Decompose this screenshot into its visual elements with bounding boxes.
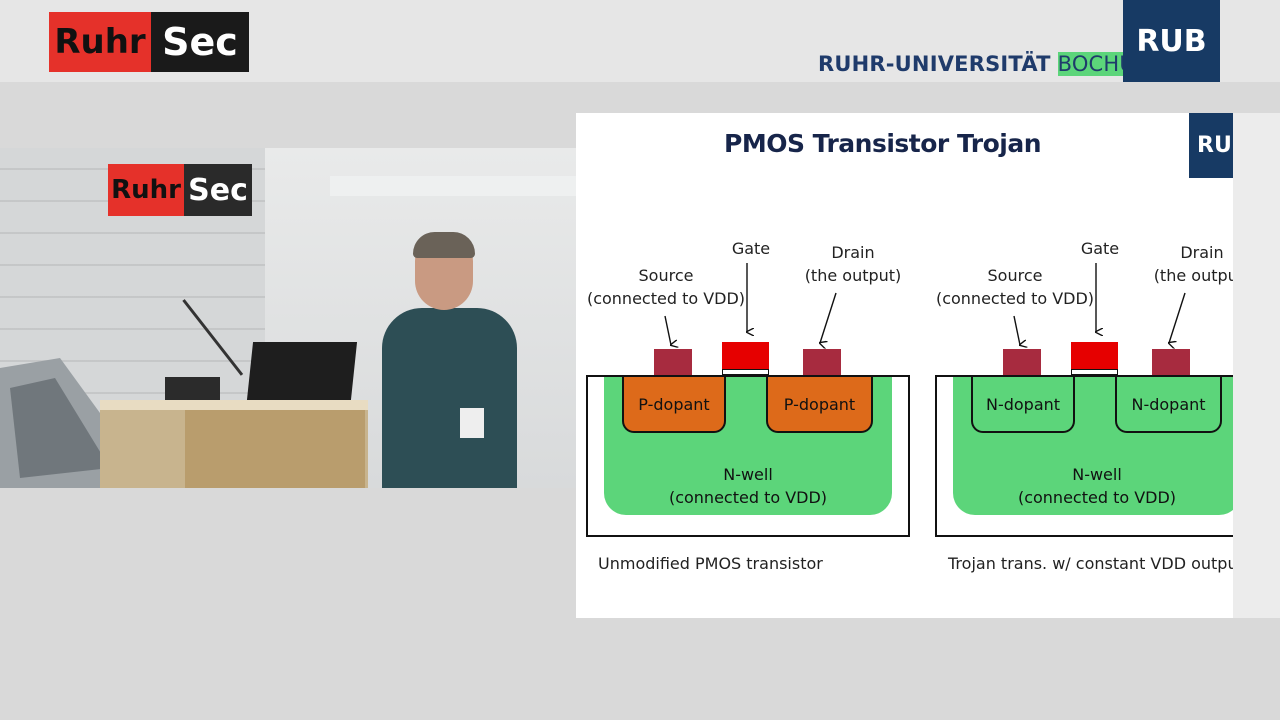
right-gate-label: Gate bbox=[1080, 239, 1120, 258]
laptop bbox=[246, 342, 358, 400]
video-logo-left-text: Ruhr bbox=[108, 164, 184, 216]
slide-side-strip bbox=[1233, 113, 1280, 618]
video-logo-right-text: Sec bbox=[184, 164, 252, 216]
badge-card bbox=[460, 408, 484, 438]
left-source-title: Source bbox=[638, 266, 694, 285]
right-source-detail: (connected to VDD) bbox=[935, 289, 1095, 308]
ruhrsec-logo: Ruhr Sec bbox=[49, 12, 249, 72]
slide-title: PMOS Transistor Trojan bbox=[724, 129, 1042, 158]
left-drain-arrow bbox=[820, 292, 837, 343]
podium-front bbox=[185, 410, 365, 488]
left-gate-oxide bbox=[722, 369, 769, 375]
right-gate-oxide bbox=[1071, 369, 1118, 375]
top-banner: Ruhr Sec RUHR-UNIVERSITÄT BOCHUM RUB bbox=[0, 0, 1280, 82]
left-drain-detail: (the output) bbox=[804, 266, 902, 285]
left-drain-contact bbox=[803, 349, 841, 375]
presentation-slide: PMOS Transistor Trojan RUB Source (conne… bbox=[576, 113, 1259, 618]
right-gate-contact bbox=[1071, 342, 1118, 369]
left-gate-label: Gate bbox=[731, 239, 771, 258]
right-dopant-source: N-dopant bbox=[971, 377, 1075, 433]
left-source-detail: (connected to VDD) bbox=[586, 289, 746, 308]
left-caption: Unmodified PMOS transistor bbox=[598, 554, 823, 573]
logo-right-text: Sec bbox=[151, 12, 249, 72]
left-dopant-drain: P-dopant bbox=[766, 377, 873, 433]
left-source-label: Source (connected to VDD) bbox=[586, 264, 746, 310]
speaker-body bbox=[382, 308, 517, 488]
rub-logo: RUB bbox=[1123, 0, 1220, 82]
left-source-arrow bbox=[664, 315, 671, 345]
right-source-contact bbox=[1003, 349, 1041, 375]
slide-rub-main: RU bbox=[1197, 133, 1232, 158]
left-well-detail: (connected to VDD) bbox=[668, 488, 828, 507]
left-dopant-source: P-dopant bbox=[622, 377, 726, 433]
logo-left-text: Ruhr bbox=[49, 12, 151, 72]
speaker-hair bbox=[413, 232, 475, 258]
podium-top bbox=[100, 400, 368, 410]
right-well-title: N-well bbox=[1072, 465, 1122, 484]
right-drain-title: Drain bbox=[1180, 243, 1224, 262]
left-well-label: N-well (connected to VDD) bbox=[648, 463, 848, 509]
ceiling-light bbox=[330, 176, 576, 196]
university-name: RUHR-UNIVERSITÄT BOCHUM bbox=[818, 52, 1154, 76]
right-source-title: Source bbox=[987, 266, 1043, 285]
left-source-contact bbox=[654, 349, 692, 375]
right-well-detail: (connected to VDD) bbox=[1017, 488, 1177, 507]
left-drain-label: Drain (the output) bbox=[798, 241, 908, 287]
right-dopant-drain: N-dopant bbox=[1115, 377, 1222, 433]
right-well-label: N-well (connected to VDD) bbox=[997, 463, 1197, 509]
speaker-video: Ruhr Sec bbox=[0, 148, 576, 488]
right-source-arrow bbox=[1013, 315, 1020, 345]
right-caption: Trojan trans. w/ constant VDD output bbox=[948, 554, 1244, 573]
video-ruhrsec-logo: Ruhr Sec bbox=[108, 164, 252, 216]
right-source-label: Source (connected to VDD) bbox=[935, 264, 1095, 310]
left-drain-title: Drain bbox=[831, 243, 875, 262]
right-drain-contact bbox=[1152, 349, 1190, 375]
university-name-bold: RUHR-UNIVERSITÄT bbox=[818, 52, 1051, 76]
label-arrows bbox=[664, 263, 1186, 618]
right-drain-detail: (the output) bbox=[1153, 266, 1251, 285]
left-gate-contact bbox=[722, 342, 769, 369]
left-well-title: N-well bbox=[723, 465, 773, 484]
right-drain-label: Drain (the output) bbox=[1147, 241, 1257, 287]
right-drain-arrow bbox=[1169, 292, 1186, 343]
